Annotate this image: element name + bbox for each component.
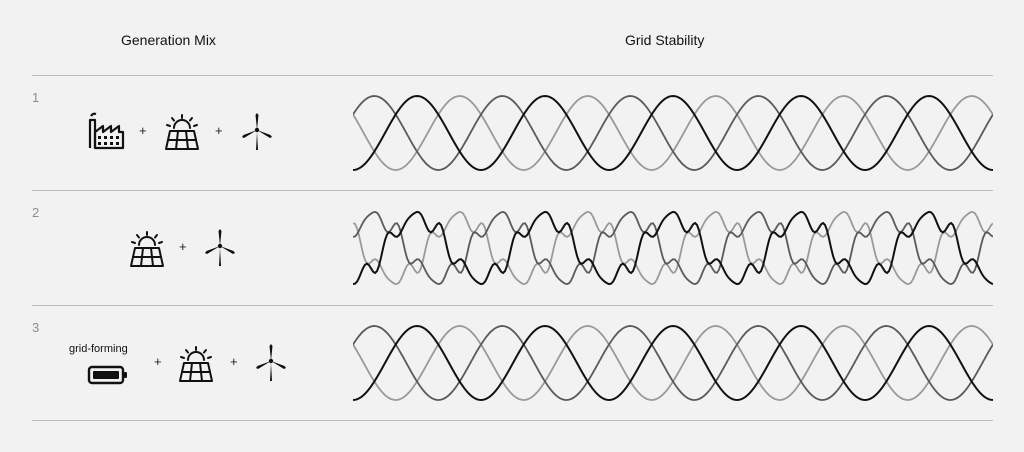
phase-a-wave [353, 94, 993, 172]
battery-icon [87, 365, 127, 385]
phase-c-wave [353, 211, 993, 285]
generation-mix-header: Generation Mix [121, 32, 216, 48]
row-number: 1 [32, 90, 40, 105]
phase-a-wave [353, 210, 993, 286]
wind-turbine-icon [205, 229, 235, 266]
row-1: 1 + + [0, 76, 1024, 191]
waveform-distorted [353, 210, 993, 286]
row-2: 2 + [0, 191, 1024, 306]
divider [32, 75, 993, 76]
waveform-clean [353, 324, 993, 402]
plus-separator: + [154, 354, 162, 369]
solar-panel-icon [179, 346, 213, 382]
wind-turbine-icon [256, 344, 286, 381]
plus-separator: + [230, 354, 238, 369]
plus-separator: + [215, 123, 223, 138]
grid-stability-header: Grid Stability [625, 32, 705, 48]
plus-separator: + [179, 239, 187, 254]
row-number: 2 [32, 205, 40, 220]
solar-panel-icon [165, 114, 199, 150]
divider [32, 190, 993, 191]
solar-panel-icon [130, 231, 164, 267]
grid-forming-label: grid-forming [69, 343, 128, 355]
plus-separator: + [139, 123, 147, 138]
phase-b-wave [353, 210, 993, 286]
factory-icon [88, 112, 125, 150]
waveform-clean [353, 94, 993, 172]
divider [32, 420, 993, 421]
wind-turbine-icon [242, 113, 272, 150]
divider [32, 305, 993, 306]
row-3: 3 grid-forming + + [0, 306, 1024, 421]
phase-a-wave [353, 324, 993, 402]
row-number: 3 [32, 320, 40, 335]
